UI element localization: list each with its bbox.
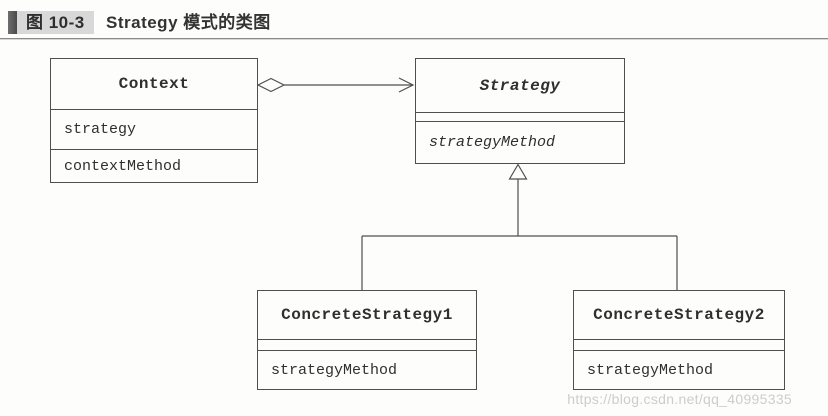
empty-attributes-section <box>574 339 784 350</box>
class-method-contextmethod: contextMethod <box>51 149 257 182</box>
empty-attributes-section <box>258 339 476 350</box>
class-name-strategy: Strategy <box>479 76 561 95</box>
class-name-concretestrategy2: ConcreteStrategy2 <box>593 306 765 324</box>
figure-title: Strategy 模式的类图 <box>106 13 271 32</box>
inheritance-triangle-icon <box>508 163 528 180</box>
class-box-concretestrategy1: ConcreteStrategy1 strategyMethod <box>257 290 477 390</box>
class-box-concretestrategy2: ConcreteStrategy2 strategyMethod <box>573 290 785 390</box>
class-method-strategymethod: strategyMethod <box>258 350 476 389</box>
empty-attributes-section <box>416 112 624 121</box>
open-arrow-icon <box>398 77 415 93</box>
class-name-context: Context <box>118 75 190 93</box>
figure-label: 图 10-3 <box>17 11 94 34</box>
accent-bar <box>8 11 17 34</box>
class-box-strategy: Strategy strategyMethod <box>415 58 625 164</box>
aggregation-diamond-icon <box>256 77 286 93</box>
class-method-strategymethod: strategyMethod <box>574 350 784 389</box>
class-method-strategymethod: strategyMethod <box>416 121 624 163</box>
class-attribute-strategy: strategy <box>51 109 257 149</box>
watermark: https://blog.csdn.net/qq_40995335 <box>567 391 792 407</box>
header-divider <box>0 38 828 40</box>
class-box-context: Context strategy contextMethod <box>50 58 258 183</box>
class-name-concretestrategy1: ConcreteStrategy1 <box>281 306 453 324</box>
